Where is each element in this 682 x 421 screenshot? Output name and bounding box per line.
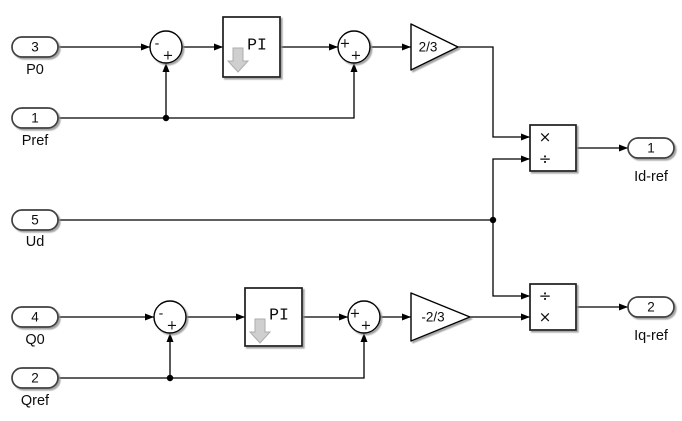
pi-controller-p[interactable]: PI — [222, 16, 281, 78]
inport-qref-number: 2 — [31, 371, 39, 386]
inport-pref-number: 1 — [31, 111, 39, 126]
inport-ud-number: 5 — [31, 213, 39, 228]
sum2-west-sign: + — [340, 37, 351, 52]
wire-ud-branch-down-product2[interactable] — [492, 220, 530, 300]
wire-qref-main[interactable] — [58, 333, 368, 379]
sum-block-q-error[interactable]: - + — [153, 300, 187, 334]
sum1-south-sign: + — [163, 49, 174, 64]
pi1-label: PI — [247, 36, 267, 55]
gain-block-two-thirds[interactable]: 2/3 — [410, 23, 459, 71]
inport-pref-label: Pref — [22, 133, 50, 149]
wire-gain1-to-product1[interactable] — [458, 46, 530, 141]
sum4-west-sign: + — [350, 307, 361, 322]
sum4-south-sign: + — [361, 319, 372, 334]
wire-pref-main[interactable] — [58, 63, 358, 119]
branch-dot-qref — [166, 374, 174, 382]
divide2-multiply-op: × — [539, 308, 552, 326]
inport-p0[interactable]: 3 — [11, 36, 59, 58]
divide1-divide-op: ÷ — [539, 150, 552, 168]
divide2-divide-op: ÷ — [539, 287, 552, 305]
inport-p0-number: 3 — [31, 40, 39, 55]
divide-block-id[interactable]: × ÷ — [529, 124, 577, 172]
sum3-west-sign: - — [159, 307, 164, 322]
sum1-west-sign: - — [155, 37, 160, 52]
outport-iqref-number: 2 — [647, 300, 655, 315]
pi2-label: PI — [269, 306, 289, 325]
sum-block-p-error[interactable]: - + — [149, 30, 183, 64]
gain1-value: 2/3 — [419, 40, 438, 55]
sum2-south-sign: + — [351, 49, 362, 64]
inport-qref-label: Qref — [21, 393, 50, 409]
pi2-down-arrow-icon — [248, 318, 272, 344]
inport-qref[interactable]: 2 — [11, 367, 59, 389]
sum-block-p-output[interactable]: + + — [337, 30, 371, 64]
wire-ud-branch-up-product1[interactable] — [492, 155, 530, 220]
pi1-down-arrow-icon — [226, 47, 250, 73]
gain2-value: -2/3 — [421, 310, 444, 325]
gain-block-neg-two-thirds[interactable]: -2/3 — [410, 292, 471, 342]
outport-iqref[interactable]: 2 — [627, 296, 675, 318]
pi-controller-q[interactable]: PI — [244, 287, 303, 347]
outport-idref-number: 1 — [647, 141, 655, 156]
branch-dot-ud — [489, 216, 497, 224]
sum-block-q-output[interactable]: + + — [347, 300, 381, 334]
inport-q0-number: 4 — [31, 310, 39, 325]
sum3-south-sign: + — [167, 319, 178, 334]
outport-idref[interactable]: 1 — [627, 137, 675, 159]
inport-ud-label: Ud — [26, 234, 45, 250]
divide1-multiply-op: × — [539, 128, 552, 146]
branch-dot-pref — [162, 114, 170, 122]
outport-idref-label: Id-ref — [634, 169, 669, 185]
inport-p0-label: P0 — [26, 62, 44, 78]
outport-iqref-label: Iq-ref — [634, 328, 669, 344]
inport-ud[interactable]: 5 — [11, 209, 59, 231]
inport-pref[interactable]: 1 — [11, 107, 59, 129]
divide-block-iq[interactable]: ÷ × — [529, 283, 577, 331]
inport-q0[interactable]: 4 — [11, 306, 59, 328]
inport-q0-label: Q0 — [25, 332, 44, 348]
